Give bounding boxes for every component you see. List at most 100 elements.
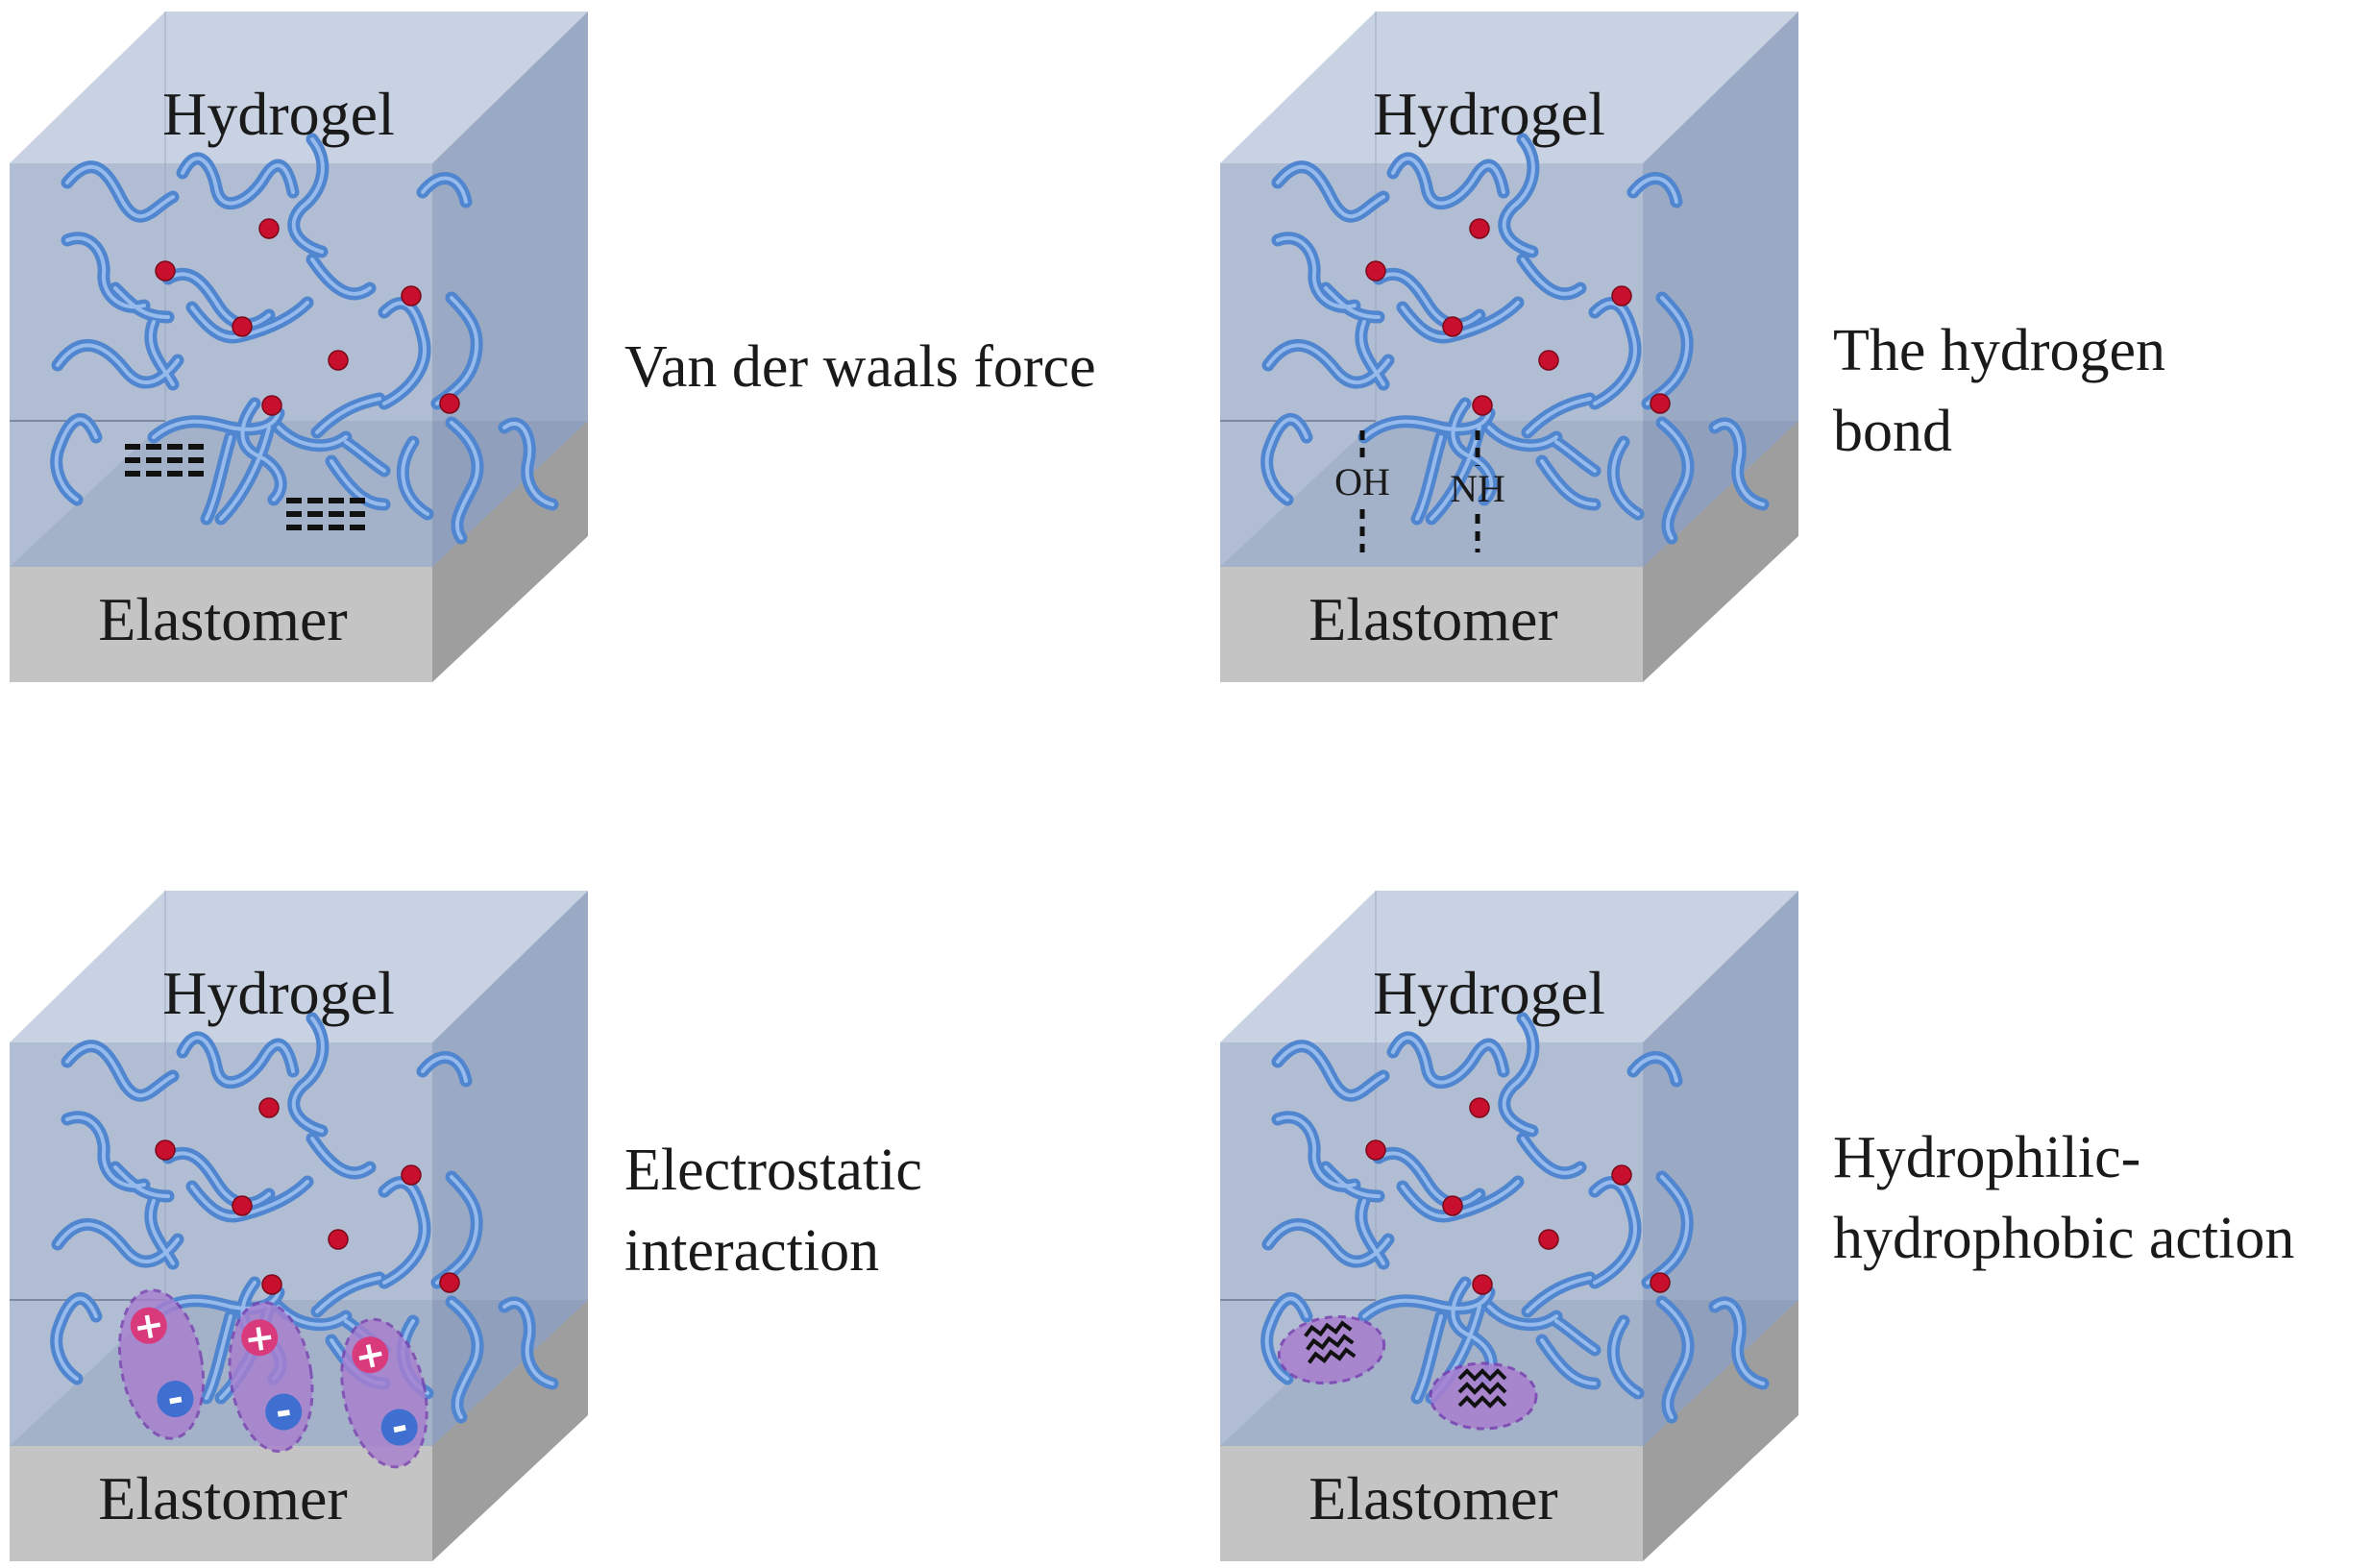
elastomer-front-face (1220, 567, 1643, 682)
positive-charge-icon (130, 1307, 167, 1344)
positive-charge-icon (352, 1336, 389, 1374)
crosslink-node (258, 1097, 280, 1118)
vdw-dash-icon (286, 498, 365, 530)
zigzag-chain (1306, 1334, 1355, 1351)
crosslink-node (1611, 285, 1632, 306)
zigzag-chain (1308, 1347, 1357, 1364)
negative-charge-icon (157, 1381, 194, 1418)
crosslink-node (439, 393, 460, 414)
crosslink-node (258, 218, 280, 239)
vdw-dash (329, 498, 344, 503)
polymer-network (1267, 139, 1763, 538)
crosslink-node (1472, 1274, 1493, 1295)
zigzag-chain (1457, 1395, 1507, 1409)
crosslink-node (1650, 1272, 1671, 1293)
vdw-dash (350, 525, 365, 530)
vdw-dash (125, 457, 140, 463)
hydrogel-top-face (1220, 12, 1798, 163)
crosslink-node (1442, 316, 1463, 337)
crosslink-node (1442, 1195, 1463, 1216)
hydrogel-front-face (10, 1042, 432, 1446)
caption-line: bond (1833, 399, 1952, 464)
elastomer-side-face (1643, 421, 1798, 682)
crosslink-node (1611, 1164, 1632, 1186)
vdw-dash (307, 525, 323, 530)
plus-sign: + (130, 1302, 167, 1349)
vdw-dash (286, 525, 302, 530)
vdw-dash (167, 457, 183, 463)
crosslink-node (439, 1272, 460, 1293)
hydrogel-top-face (1220, 891, 1798, 1042)
hydrogel-label: Hydrogel (1373, 959, 1605, 1027)
vdw-dash (125, 471, 140, 477)
hydrogel-front-face (1220, 163, 1643, 567)
polymer-network (57, 1018, 552, 1417)
crosslink-node (1365, 1139, 1386, 1161)
crosslink-node (1538, 350, 1559, 371)
squiggle-domain-icon (1277, 1314, 1538, 1431)
hydrogel-label: Hydrogel (162, 959, 395, 1027)
hydrogel-side-face (1643, 12, 1798, 567)
hydrogel-side-face (432, 891, 588, 1446)
polymer-network (1267, 1018, 1763, 1417)
crosslink-node (1469, 1097, 1490, 1118)
hydrophobic-domain (1429, 1361, 1538, 1431)
hydrogel-label: Hydrogel (162, 80, 395, 148)
crosslink-node (155, 260, 176, 282)
minus-sign: - (273, 1389, 295, 1435)
hydrogel-side-face (1643, 891, 1798, 1446)
elastomer-front-face (10, 1446, 432, 1561)
hydrogel-front-face (10, 163, 432, 567)
vdw-dash (307, 511, 323, 517)
vdw-dash (125, 444, 140, 450)
vdw-dash (286, 498, 302, 503)
vdw-dash (350, 498, 365, 503)
vdw-dash (146, 457, 161, 463)
vdw-dash (188, 444, 204, 450)
charge-pair-icon: +- (117, 1288, 206, 1440)
positive-charge-icon (241, 1319, 279, 1357)
polymer-network (57, 139, 552, 538)
caption-line: Hydrophilic- (1833, 1125, 2140, 1190)
crosslink-node (401, 285, 422, 306)
hydrogen-bond-icon: OH NH (1334, 430, 1505, 552)
charge-pair-icon: +-+-+- (117, 1288, 428, 1469)
vdw-dash (167, 471, 183, 477)
elastomer-label: Elastomer (1308, 1464, 1557, 1532)
caption-line: Electrostatic (624, 1138, 922, 1203)
elastomer-label: Elastomer (98, 585, 347, 653)
negative-charge-icon (265, 1393, 303, 1431)
charge-pair-icon: +- (340, 1317, 428, 1469)
hydrogel-top-face (10, 12, 588, 163)
caption-line: Van der waals force (624, 334, 1096, 400)
nh-group-label: NH (1450, 467, 1505, 510)
caption-line: The hydrogen (1833, 318, 2165, 383)
vdw-dash (167, 444, 183, 450)
crosslink-node (232, 316, 253, 337)
crosslink-node (328, 350, 349, 371)
elastomer-side-face (1643, 1300, 1798, 1561)
zigzag-chain (1457, 1368, 1507, 1382)
vdw-dash (188, 457, 204, 463)
dash-lines-icon (125, 444, 365, 530)
caption-line: hydrophobic action (1833, 1206, 2294, 1271)
elastomer-label: Elastomer (1308, 585, 1557, 653)
vdw-dash (146, 471, 161, 477)
squiggle-domain-icon (1277, 1314, 1386, 1385)
zigzag-chain (1457, 1382, 1507, 1395)
vdw-dash (350, 511, 365, 517)
vdw-dash (146, 444, 161, 450)
crosslink-node (261, 395, 282, 416)
elastomer-front-face (10, 567, 432, 682)
hydrogel-side-face (432, 12, 588, 567)
crosslink-node (261, 1274, 282, 1295)
crosslink-node (232, 1195, 253, 1216)
crosslink-node (1365, 260, 1386, 282)
elastomer-side-face (432, 1300, 588, 1561)
oh-group-label: OH (1334, 460, 1390, 503)
vdw-dash (329, 525, 344, 530)
caption-line: interaction (624, 1218, 879, 1284)
